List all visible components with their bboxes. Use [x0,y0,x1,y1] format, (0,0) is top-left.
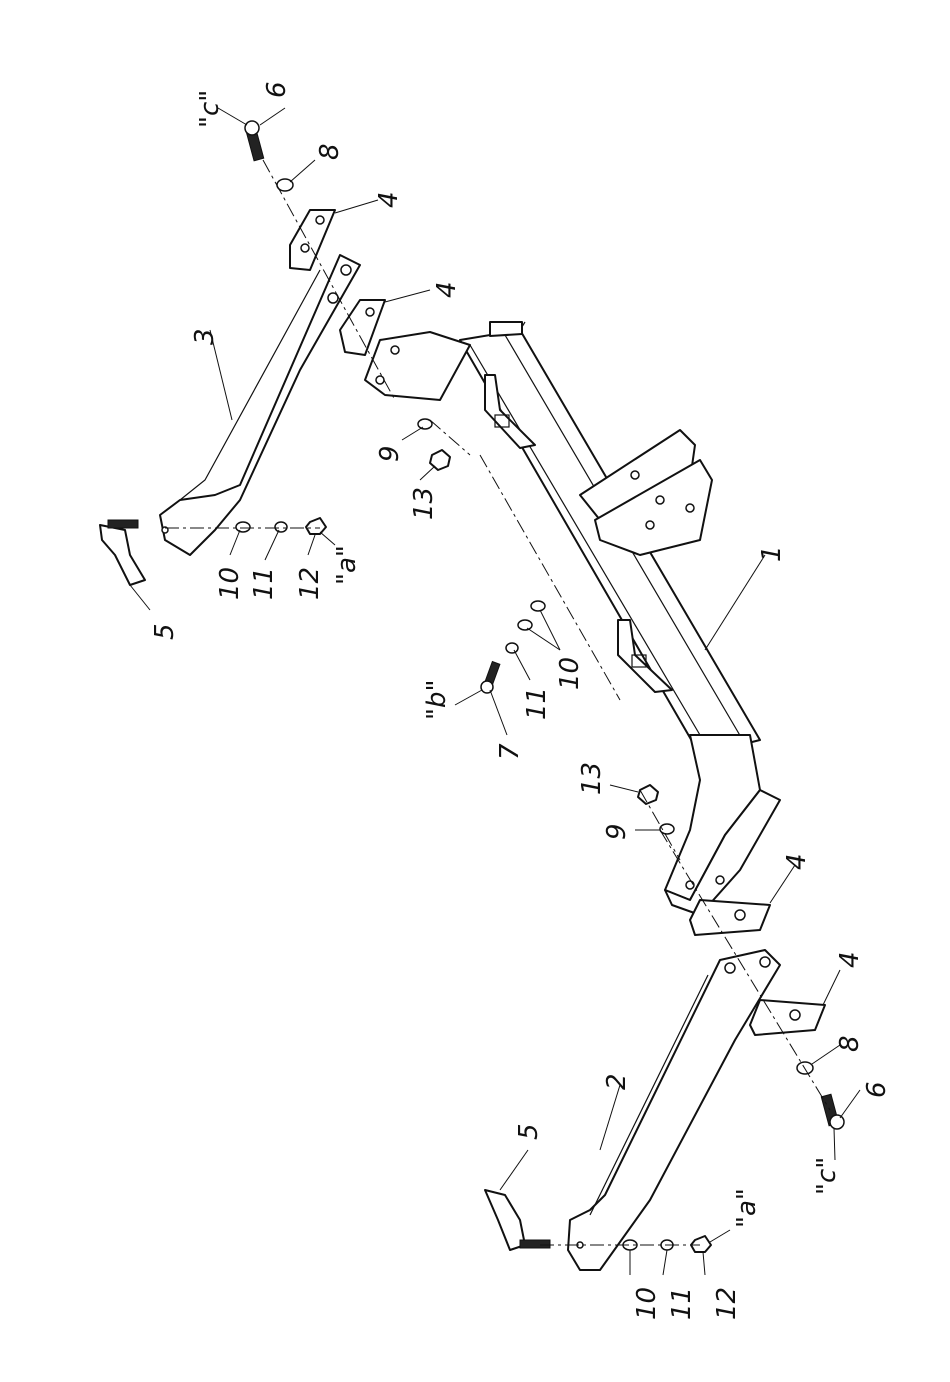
label-part-4-c: 4 [782,853,812,870]
label-part-4-b: 4 [432,281,462,298]
label-part-11-bottom: 11 [667,1287,697,1320]
label-part-5-bottom: 5 [514,1123,544,1140]
label-part-4-d: 4 [835,951,865,968]
label-part-10-mid: 10 [555,657,585,690]
label-part-9-bottom: 9 [602,823,632,840]
label-part-10-top: 10 [215,567,245,600]
label-part-13-top: 13 [409,487,439,520]
label-torque-a-top: "a" [332,545,362,585]
label-torque-b: "b" [422,680,452,720]
label-part-3: 3 [190,328,220,345]
label-part-8-top: 8 [315,143,345,160]
label-part-2: 2 [602,1073,632,1090]
main-crossbar [365,322,780,915]
label-part-6-bottom: 6 [862,1081,892,1098]
hardware [100,121,844,1252]
label-part-8-bottom: 8 [835,1035,865,1052]
label-part-9-top: 9 [375,445,405,462]
upper-side-arm [160,255,360,555]
label-part-11-top: 11 [249,567,279,600]
label-torque-c-bottom: "c" [812,1157,842,1195]
label-part-12-top: 12 [295,567,325,600]
label-part-4-a: 4 [374,191,404,208]
label-part-1: 1 [757,545,787,562]
spacer-plates [290,210,825,1035]
part-labels: 6 "c" 8 4 4 3 9 13 10 11 12 "a" 5 1 10 1… [150,81,892,1320]
label-torque-a-bottom: "a" [732,1188,762,1228]
label-part-6-top: 6 [262,81,292,98]
label-part-12-bottom: 12 [712,1287,742,1320]
leader-lines [130,108,860,1275]
label-part-5-top: 5 [150,623,180,640]
label-torque-c-top: "c" [195,90,225,128]
label-part-11-mid: 11 [522,687,552,720]
label-part-10-bottom: 10 [632,1287,662,1320]
label-part-7: 7 [495,743,525,760]
label-part-13-bottom: 13 [577,762,607,795]
